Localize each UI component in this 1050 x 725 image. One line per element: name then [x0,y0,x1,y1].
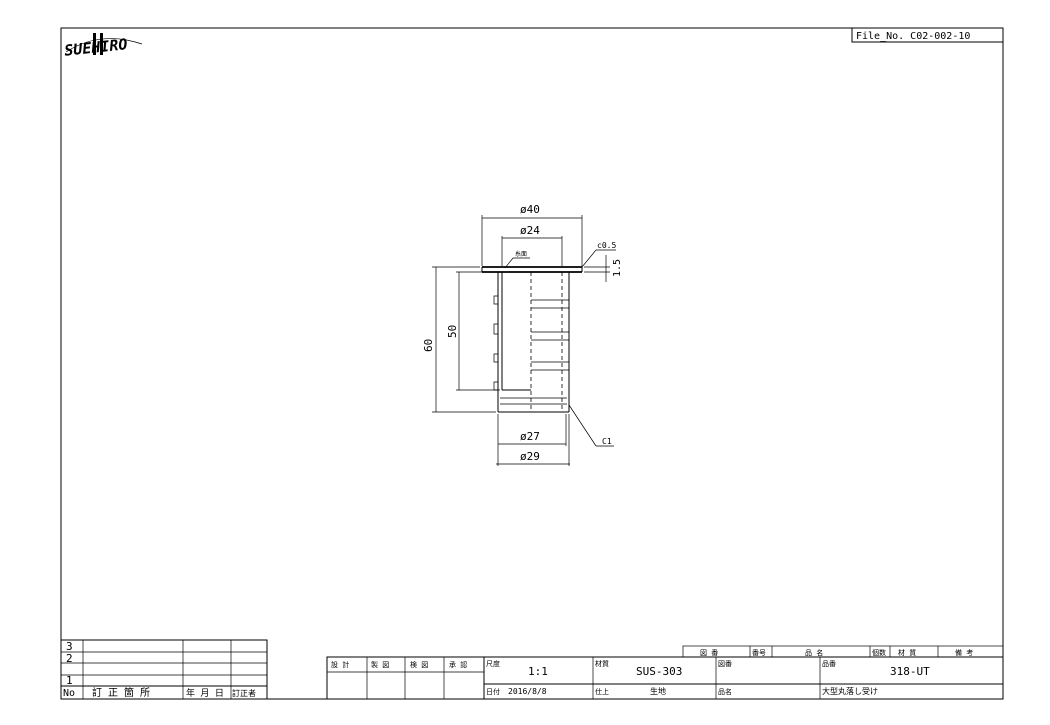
scale-label: 尺度 [486,659,500,668]
rev-header-corrector: 訂正者 [232,688,256,698]
part-drawing: ø40 ø24 糸面 c0.5 1.5 60 50 ø27 [422,203,623,466]
name-value: 大型丸落し受け [822,686,878,696]
rev-header-location: 訂 正 箇 所 [92,686,150,699]
role-check: 検 図 [410,660,428,669]
dim-d24: ø24 [520,224,540,237]
title-block: 設 計 製 図 検 図 承 認 図 番 番号 品 名 個数 材 質 備 考 尺度… [326,645,1004,700]
dim-c1: C1 [602,437,612,446]
dim-d29: ø29 [520,450,540,463]
parts-header-qty: 個数 [872,648,886,657]
material-value: SUS-303 [636,665,682,678]
file-no-box [851,27,1004,43]
date-label: 日付 [486,687,500,696]
revision-table: 3 2 1 No 訂 正 箇 所 年 月 日 訂正者 [60,639,268,700]
note-small: 糸面 [515,250,527,258]
parts-header-remarks: 備 考 [955,648,973,657]
name-label: 品名 [718,687,732,696]
parts-header-number: 番号 [752,649,766,657]
role-draft: 製 図 [371,660,389,669]
dim-50: 50 [446,325,459,338]
rev-header-no: No [63,688,75,699]
dim-60: 60 [422,339,435,352]
dim-d27: ø27 [520,430,540,443]
dim-c05: c0.5 [597,241,616,250]
parts-header-name: 品 名 [805,648,823,657]
material-label: 材質 [595,659,609,668]
dim-1-5: 1.5 [612,259,623,277]
file-no: File_No. C02-002-10 [856,31,970,42]
parts-header-drawing-no: 図 番 [700,649,718,657]
parts-header-material: 材 質 [898,648,916,657]
finish-label: 仕上 [595,687,609,696]
part-no-value: 318-UT [890,665,930,678]
dim-d40: ø40 [520,203,540,216]
part-no-label: 品番 [822,660,836,668]
drawing-no-label: 図番 [718,660,732,668]
rev-row-3: 3 [66,640,73,653]
role-design: 設 計 [331,660,349,669]
finish-value: 生地 [650,686,666,696]
role-approve: 承 認 [449,660,467,669]
date-value: 2016/8/8 [508,687,547,696]
rev-header-date: 年 月 日 [186,687,224,699]
rev-row-2: 2 [66,652,73,665]
suehiro-logo: SUEHIRO [63,33,143,60]
sheet-border [60,27,1004,700]
scale-value: 1:1 [528,665,548,678]
rev-row-1: 1 [66,674,73,687]
